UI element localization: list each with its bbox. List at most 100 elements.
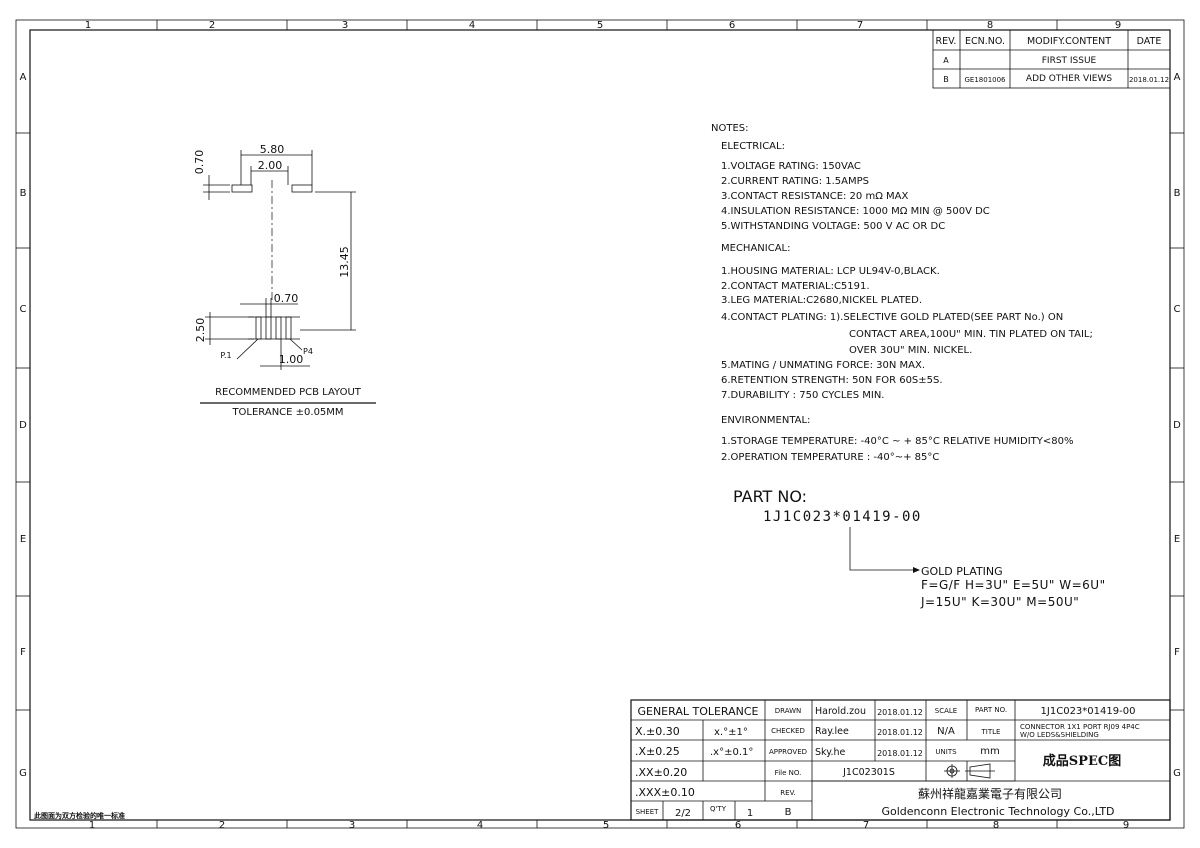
date-header: DATE — [1137, 36, 1162, 47]
pad-left — [231, 184, 253, 193]
ecn-header: ECN.NO. — [965, 36, 1005, 47]
col-label-top: 5 — [597, 20, 603, 31]
mechanical-line: 4.CONTACT PLATING: 1).SELECTIVE GOLD PLA… — [721, 312, 1063, 323]
pin-4 — [285, 316, 292, 340]
row-label-left: D — [19, 420, 27, 431]
company-name-cn: 蘇州祥龍嘉業電子有限公司 — [918, 786, 1062, 801]
scale-label: SCALE — [935, 707, 957, 715]
rev-value: B — [785, 807, 792, 818]
rev-label: REV. — [780, 789, 795, 797]
dim-pad-height: 0.70 — [193, 150, 206, 175]
environmental-heading: ENVIRONMENTAL: — [721, 415, 810, 426]
spec-title: 成品SPEC图 — [1043, 753, 1121, 769]
rev-header: REV. — [936, 36, 957, 47]
tol-angle2: .x°±0.1° — [710, 747, 753, 758]
company-name-en: Goldenconn Electronic Technology Co.,LTD — [881, 805, 1114, 818]
col-label-bottom: 9 — [1123, 820, 1129, 831]
qty-value: 1 — [747, 808, 753, 819]
pcb-layout-drawing: 5.80 2.00 0.70 13.45 0.70 — [193, 143, 376, 418]
electrical-line: 5.WITHSTANDING VOLTAGE: 500 V AC OR DC — [721, 221, 945, 232]
pin-2 — [265, 316, 272, 340]
sheet-value: 2/2 — [675, 808, 691, 819]
pin-3 — [275, 316, 282, 340]
col-label-bottom: 5 — [603, 820, 609, 831]
col-label-bottom: 2 — [219, 820, 225, 831]
footer-note: 此图面为双方检验的唯一标准 — [34, 811, 125, 820]
row-label-left: A — [20, 72, 27, 83]
rev-a: A — [943, 56, 949, 65]
col-label-top: 6 — [729, 20, 735, 31]
col-label-top: 4 — [469, 20, 475, 31]
col-label-bottom: 7 — [863, 820, 869, 831]
sheet-label: SHEET — [636, 808, 660, 816]
tol-xxxx: .XXX±0.10 — [635, 786, 695, 799]
pcb-layout-title: RECOMMENDED PCB LAYOUT — [215, 387, 362, 398]
dim-2-00: 2.00 — [258, 159, 283, 172]
file-no-value: J1C02301S — [842, 767, 895, 778]
tol-x: X.±0.30 — [635, 725, 680, 738]
drawn-label: DRAWN — [775, 707, 802, 715]
outer-border — [15, 19, 1185, 829]
mechanical-line: 7.DURABILITY : 750 CYCLES MIN. — [721, 390, 885, 401]
checked-label: CHECKED — [771, 727, 805, 735]
gold-plating-line1: F=G/F H=3U" E=5U" W=6U" — [921, 578, 1106, 592]
tol-angle1: x.°±1° — [714, 727, 748, 738]
row-label-left: G — [19, 768, 27, 779]
row-label-left: C — [20, 304, 27, 315]
row-label-right: E — [1174, 534, 1180, 545]
rev-b-content: ADD OTHER VIEWS — [1026, 74, 1112, 84]
title-line2: W/O LEDS&SHIELDING — [1020, 731, 1099, 739]
gold-plating-line2: J=15U" K=30U" M=50U" — [920, 595, 1079, 609]
mechanical-line: 1.HOUSING MATERIAL: LCP UL94V-0,BLACK. — [721, 266, 940, 277]
environmental-line: 2.OPERATION TEMPERATURE : -40°~+ 85°C — [721, 452, 939, 463]
dim-pitch: 1.00 — [279, 353, 304, 366]
units-value: mm — [980, 746, 999, 757]
title-label: TITLE — [981, 728, 1001, 736]
projection-symbol-icon — [944, 763, 995, 779]
mechanical-heading: MECHANICAL: — [721, 243, 790, 254]
notes-heading: NOTES: — [711, 123, 749, 134]
row-label-right: B — [1174, 188, 1181, 199]
col-label-top: 9 — [1115, 20, 1121, 31]
approved-label: APPROVED — [769, 748, 807, 756]
qty-label: Q'TY — [710, 805, 727, 813]
electrical-line: 3.CONTACT RESISTANCE: 20 mΩ MAX — [721, 191, 908, 202]
revision-table: REV. ECN.NO. MODIFY.CONTENT DATE A FIRST… — [932, 29, 1171, 89]
title-line1: CONNECTOR 1X1 PORT RJ09 4P4C — [1020, 723, 1140, 731]
tol-xx: .X±0.25 — [635, 745, 680, 758]
pcb-layout-tolerance: TOLERANCE ±0.05MM — [231, 407, 343, 418]
electrical-line: 4.INSULATION RESISTANCE: 1000 MΩ MIN @ 5… — [721, 206, 990, 217]
tol-xxx: .XX±0.20 — [635, 766, 687, 779]
mechanical-line: 5.MATING / UNMATING FORCE: 30N MAX. — [721, 360, 925, 371]
inner-border — [29, 29, 1171, 821]
dim-5-80: 5.80 — [260, 143, 285, 156]
col-label-bottom: 1 — [89, 820, 95, 831]
dim-pin-height: 2.50 — [194, 318, 207, 343]
approved-date: 2018.01.12 — [877, 749, 923, 758]
pin-1 — [255, 316, 262, 340]
general-tolerance-label: GENERAL TOLERANCE — [637, 705, 758, 718]
row-label-left: F — [20, 647, 26, 658]
col-label-top: 8 — [987, 20, 993, 31]
electrical-line: 1.VOLTAGE RATING: 150VAC — [721, 161, 861, 172]
row-labels: A B C D E F G A B C D E F G — [19, 72, 1181, 779]
rev-b-ecn: GE1801006 — [964, 76, 1006, 84]
mechanical-line: 6.RETENTION STRENGTH: 50N FOR 60S±5S. — [721, 375, 943, 386]
column-labels: 1 2 3 4 5 6 7 8 9 1 2 3 4 5 6 7 8 9 — [85, 20, 1129, 831]
label-p1: P.1 — [220, 351, 231, 360]
mechanical-line: 2.CONTACT MATERIAL:C5191. — [721, 281, 870, 292]
zone-ticks — [16, 20, 1184, 828]
col-label-top: 2 — [209, 20, 215, 31]
file-no-label: File NO. — [775, 769, 802, 777]
col-label-bottom: 3 — [349, 820, 355, 831]
notes-section: NOTES: ELECTRICAL: 1.VOLTAGE RATING: 150… — [711, 123, 1093, 463]
mechanical-line: 3.LEG MATERIAL:C2680,NICKEL PLATED. — [721, 295, 922, 306]
label-p4: P4 — [303, 347, 313, 356]
gold-plating-heading: GOLD PLATING — [921, 565, 1003, 578]
mechanical-line: OVER 30U" MIN. NICKEL. — [849, 345, 972, 356]
environmental-line: 1.STORAGE TEMPERATURE: -40°C ~ + 85°C RE… — [721, 436, 1074, 447]
approved-name: Sky.he — [815, 747, 846, 758]
drawn-name: Harold.zou — [815, 706, 866, 717]
electrical-heading: ELECTRICAL: — [721, 141, 785, 152]
